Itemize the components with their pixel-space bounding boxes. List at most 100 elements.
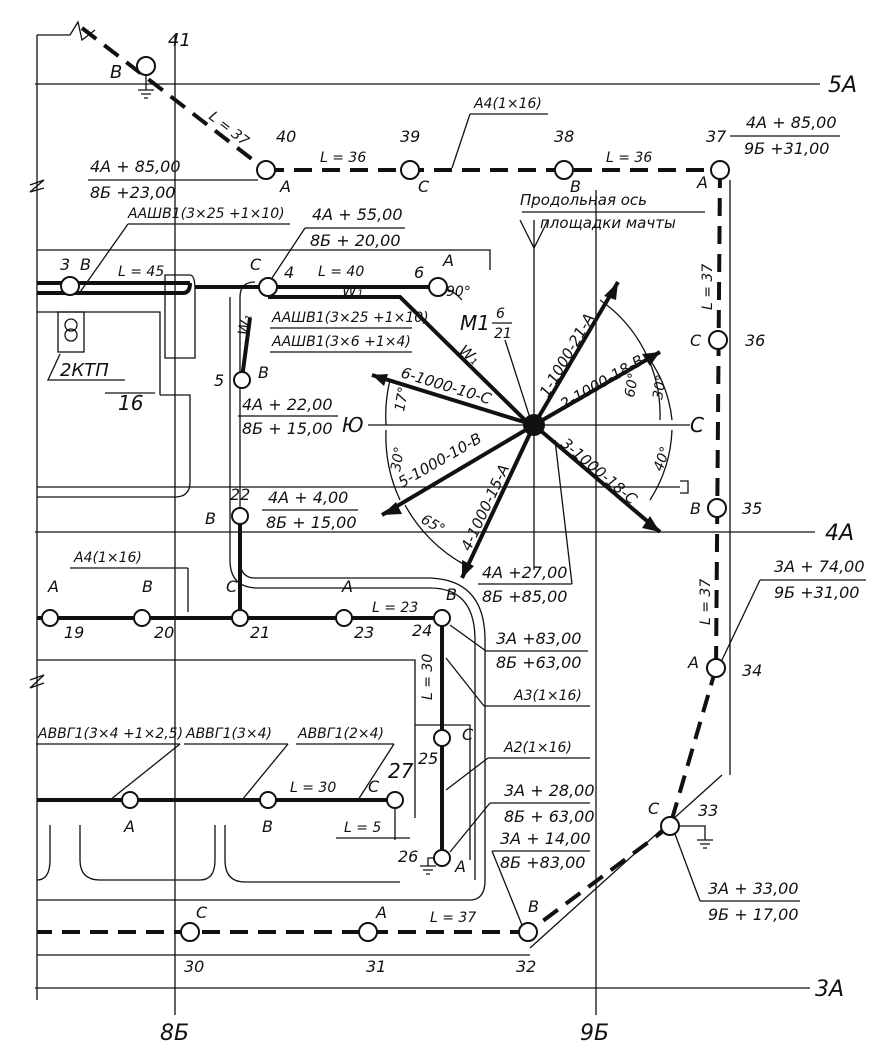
- coord-5-top: 4А + 22,00: [242, 395, 333, 414]
- axis-label-9b: 9Б: [580, 1021, 609, 1046]
- ol-seg-41-40: [80, 26, 268, 172]
- span-4-6: L = 40: [318, 264, 364, 280]
- ray-3-label: 3-1000-18-С: [557, 434, 641, 508]
- pole-5-num: 5: [214, 371, 224, 390]
- coord-24-bottom: 8Б +63,00: [496, 653, 581, 672]
- pole-19: [41, 609, 59, 627]
- pole-23-num: 23: [354, 623, 374, 642]
- cable-aashv2: ААШВ1(3×6 +1×4): [271, 334, 411, 350]
- coord-mast-bottom: 8Б +85,00: [482, 587, 567, 606]
- pole-32: [518, 922, 538, 942]
- building-16-label: 16: [118, 391, 143, 415]
- overhead-line: [37, 26, 722, 934]
- pole-20: [133, 609, 151, 627]
- cable-avvg1: АВВГ1(3×4 +1×2,5): [37, 726, 183, 742]
- cable-a4-mid: A4(1×16): [73, 550, 142, 566]
- pole-24-phase: B: [446, 585, 457, 604]
- ground-41: [138, 75, 154, 99]
- pole-25-phase: C: [462, 725, 474, 744]
- cable-a4-top-leader: [451, 113, 471, 169]
- ray-3-arrow: [642, 516, 660, 532]
- ray-5: [380, 423, 536, 517]
- pole-38-num: 38: [554, 127, 574, 146]
- pole-25: [433, 729, 451, 747]
- feeder-3b: [37, 282, 192, 295]
- axis-label-4a: 4A: [825, 521, 854, 546]
- pole-39-num: 39: [400, 127, 420, 146]
- pole-37: [710, 160, 730, 180]
- ground-33: [679, 825, 713, 849]
- span-24-25: L = 30: [420, 654, 436, 700]
- yard-curve-1: [36, 825, 51, 881]
- ray-2: [532, 350, 662, 427]
- pole-33: [660, 816, 680, 836]
- pole-23-phase: A: [341, 577, 353, 596]
- pole-33-phase: C: [648, 799, 660, 818]
- pole-31: [358, 922, 378, 942]
- angle-30: 30°: [650, 373, 670, 400]
- coord-26b-top: 3А + 14,00: [500, 829, 591, 848]
- axis-label-8b: 8Б: [160, 1021, 189, 1046]
- coord-37-top: 4А + 85,00: [746, 113, 837, 132]
- pole-3-num: 3: [60, 255, 70, 274]
- feeders: [37, 281, 532, 858]
- feeder-poles: 3 B C 4 6 A 5 B 22 B 19 A 20 B 21 C 23 A…: [41, 251, 474, 876]
- pole-36-phase: C: [690, 331, 702, 350]
- pole-35: [707, 498, 727, 518]
- arc-30: [649, 359, 673, 421]
- cable-w1b: W₁: [234, 313, 255, 337]
- cable-a2-leader: [445, 757, 489, 791]
- grid-axes: 5A 4A 3A 8Б 9Б: [29, 20, 857, 1046]
- coord-37-bottom: 9Б +31,00: [744, 139, 829, 158]
- coord-4-leader: [271, 227, 306, 279]
- ray-1-arrow: [604, 282, 618, 300]
- pole-21: [231, 609, 249, 627]
- cable-a2: A2(1×16): [503, 740, 572, 756]
- ray-6: [371, 373, 535, 427]
- pole-27: [386, 791, 404, 809]
- break-mark-2: [29, 674, 45, 689]
- coord-26a-top: 3А + 28,00: [504, 781, 595, 800]
- pole-38-phase: B: [570, 177, 581, 196]
- pole-6-phase: A: [442, 251, 454, 270]
- coord-4-bottom: 8Б + 20,00: [310, 231, 401, 250]
- break-mark-1: [29, 179, 45, 193]
- coord-26-leader: [449, 802, 491, 853]
- pole-26-phase: A: [454, 857, 466, 876]
- pole-22-num: 22: [230, 485, 250, 504]
- angle-40: 40°: [651, 445, 675, 474]
- pole-27-num: 27: [388, 759, 414, 783]
- span-27-row: L = 30: [290, 780, 336, 796]
- pole-31-phase: A: [375, 903, 387, 922]
- ground-26: [420, 857, 436, 875]
- pole-25-fence: [415, 724, 471, 860]
- building-outlines: [36, 180, 731, 956]
- pole-22: [231, 507, 249, 525]
- building-line-1: [37, 249, 491, 270]
- mast-frac-bottom: 21: [494, 326, 512, 342]
- fence-diag: [529, 774, 723, 949]
- angle-65: 65°: [418, 512, 448, 538]
- break-mark-top: [37, 20, 96, 42]
- angle-30b: 30°: [388, 445, 408, 472]
- pole-38: [554, 160, 574, 180]
- coord-34-bottom: 9Б +31,00: [774, 583, 859, 602]
- ktp-station: 2КТП 16: [46, 311, 155, 415]
- cable-avvg2-leader: [241, 743, 289, 801]
- pole-4: [258, 277, 278, 297]
- pole-33-num: 33: [698, 801, 718, 820]
- pole-19-num: 19: [64, 623, 84, 642]
- pole-34-num: 34: [742, 661, 762, 680]
- coordinates: 4А + 85,00 8Б +23,00 4А + 85,00 9Б +31,0…: [88, 113, 866, 926]
- pole-34: [706, 658, 726, 678]
- pole-37-phase: A: [696, 173, 708, 192]
- arc-17: [385, 379, 391, 426]
- pole-b: [259, 791, 277, 809]
- axis-label-5a: 5A: [828, 73, 857, 98]
- coord-22-top: 4А + 4,00: [268, 488, 348, 507]
- pole-21-phase: C: [226, 577, 238, 596]
- yard-line: [37, 659, 416, 818]
- axis-label-3a: 3A: [815, 977, 844, 1002]
- cable-aashv-ktp-leader: [77, 223, 129, 296]
